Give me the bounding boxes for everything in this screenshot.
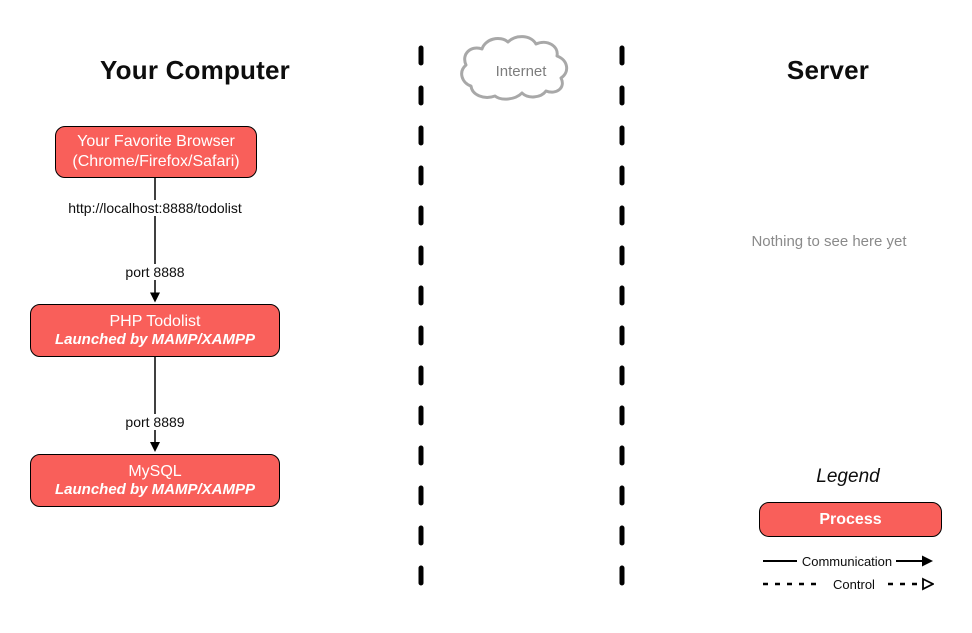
solid-arrow-icon <box>895 555 933 567</box>
server-section-title: Server <box>786 55 870 85</box>
server-empty-note: Nothing to see here yet <box>751 233 907 250</box>
legend-communication-label: Communication <box>801 553 893 569</box>
dashed-open-arrow-icon <box>887 577 934 591</box>
php-box-title: PHP Todolist <box>109 312 201 330</box>
legend-process-box: Process <box>759 502 942 537</box>
internet-cloud-label: Internet <box>495 63 547 80</box>
legend-control-label: Control <box>833 576 875 592</box>
computer-section-title: Your Computer <box>100 55 290 85</box>
browser-box-line2: (Chrome/Firefox/Safari) <box>72 153 240 170</box>
port-8889-label: port 8889 <box>120 414 190 430</box>
browser-process-box: Your Favorite Browser (Chrome/Firefox/Sa… <box>55 126 257 178</box>
internet-cloud-icon <box>460 35 569 101</box>
legend-communication-row: Communication <box>762 551 934 571</box>
mysql-process-box: MySQL Launched by MAMP/XAMPP <box>30 454 280 507</box>
php-todolist-process-box: PHP Todolist Launched by MAMP/XAMPP <box>30 304 280 357</box>
arrowhead-down-icon <box>150 292 160 303</box>
solid-line-icon <box>763 560 797 562</box>
arrowhead-down-icon <box>150 442 160 452</box>
mysql-box-title: MySQL <box>128 462 182 480</box>
legend-title: Legend <box>816 466 880 487</box>
legend-process-label: Process <box>819 510 882 528</box>
php-box-subtitle: Launched by MAMP/XAMPP <box>54 331 256 349</box>
mysql-box-subtitle: Launched by MAMP/XAMPP <box>54 481 256 499</box>
legend-control-row: Control <box>762 574 934 594</box>
browser-box-line1: Your Favorite Browser <box>77 133 235 151</box>
port-8888-label: port 8888 <box>120 264 190 280</box>
localhost-url-label: http://localhost:8888/todolist <box>63 200 247 216</box>
dashed-line-icon <box>763 582 819 586</box>
